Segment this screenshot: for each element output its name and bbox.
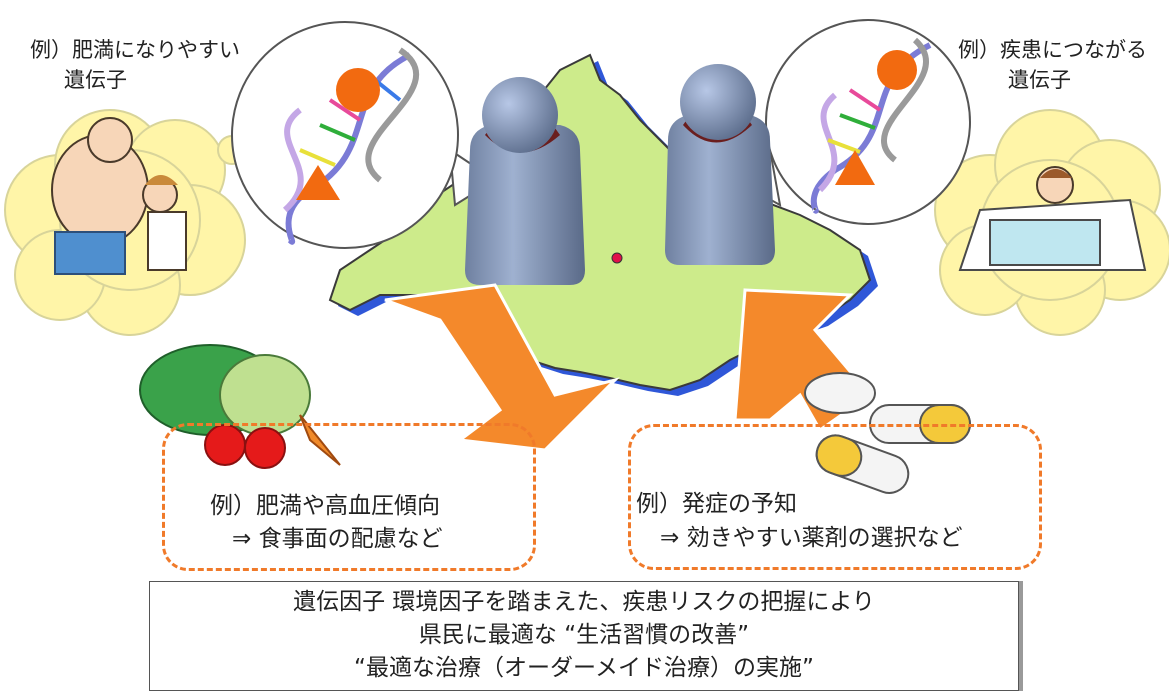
person-figure-left <box>465 77 585 285</box>
diet-example-box <box>162 423 536 571</box>
medicine-example-line2: ⇒ 効きやすい薬剤の選択など <box>660 525 963 551</box>
person-figure-right <box>665 64 775 265</box>
obesity-illustration <box>51 117 187 275</box>
example-disease-line2: 遺伝子 <box>1008 68 1071 92</box>
example-obesity-line1: 例）肥満になりやすい <box>30 38 240 62</box>
medicine-example-box <box>628 424 1042 570</box>
diet-example-line2: ⇒ 食事面の配慮など <box>232 526 443 552</box>
gene-marker-triangle <box>296 165 340 200</box>
summary-box: 遺伝因子 環境因子を踏まえた、疾患リスクの把握により 県民に最適な “生活習慣の… <box>149 581 1019 691</box>
gene-marker-circle-right <box>877 50 917 90</box>
medicine-example-line1: 例）発症の予知 <box>636 491 797 517</box>
example-obesity-line2: 遺伝子 <box>64 68 127 92</box>
dna-magnifier-left <box>231 21 497 249</box>
patient-in-bed-illustration <box>958 166 1147 271</box>
dna-magnifier-right <box>733 19 971 225</box>
example-disease-gene: 例）疾患につながる 遺伝子 <box>958 35 1147 95</box>
arrow-left <box>384 283 620 452</box>
gene-marker-triangle-right <box>835 150 875 185</box>
gene-marker-circle <box>336 68 380 112</box>
example-disease-line1: 例）疾患につながる <box>958 38 1147 62</box>
summary-line2: 県民に最適な “生活習慣の改善” <box>418 622 750 648</box>
summary-line3: “最適な治療（オーダーメイド治療）の実施” <box>354 655 814 681</box>
example-obesity-gene: 例）肥満になりやすい 遺伝子 <box>30 35 240 95</box>
diet-example-line1: 例）肥満や高血圧傾向 <box>210 493 440 519</box>
city-marker <box>611 252 623 264</box>
summary-line1: 遺伝因子 環境因子を踏まえた、疾患リスクの把握により <box>293 589 875 615</box>
